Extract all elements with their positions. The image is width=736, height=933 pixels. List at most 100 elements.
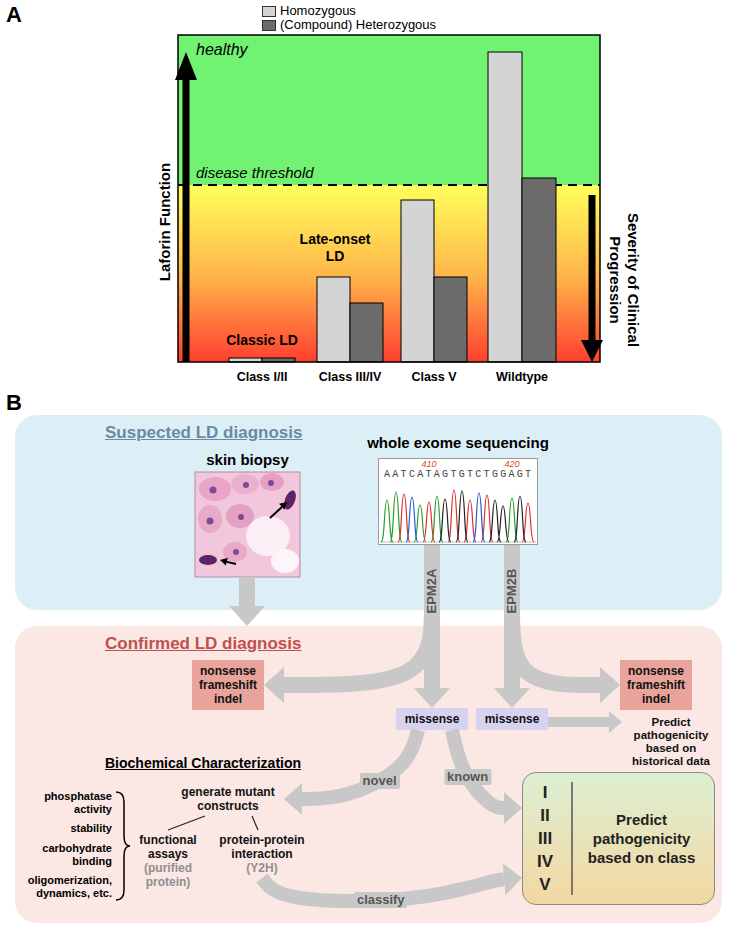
assay-title: functional assays <box>135 833 201 861</box>
link-line <box>168 816 205 830</box>
region-label: healthy <box>196 40 248 59</box>
lumen <box>271 549 299 573</box>
phase-band: skin biopsy whole exome sequencing Suspect… <box>15 415 722 610</box>
pointer-head <box>279 502 287 510</box>
assay-text: functional assays(purified protein) <box>132 830 204 892</box>
axis-title: Laforin Function <box>156 163 174 281</box>
flow-arrow <box>512 545 600 685</box>
band-title: Suspected LD diagnosis <box>105 423 302 443</box>
flow-arrow <box>239 577 255 606</box>
category-label: Class III/IV <box>319 370 382 385</box>
legend-swatch <box>262 6 276 17</box>
class-box: I II III IV VPredict pathogenicity based… <box>522 772 715 905</box>
sequence-text: AATCATAGTGTCTGGAGT <box>384 469 533 481</box>
panel-letter: B <box>6 390 22 416</box>
category-label: Wildtype <box>496 370 548 385</box>
edge-label-holder: EPM2A <box>424 565 440 616</box>
label-holder: Class V <box>411 370 456 385</box>
nucleus <box>238 514 244 520</box>
node-text: Predict pathogenicity based on historica… <box>622 716 720 768</box>
edge-label: novel <box>360 773 400 789</box>
biopsy-picture <box>195 472 300 577</box>
image-title: whole exome sequencing <box>367 434 549 451</box>
assay-note: (Y2H) <box>246 861 277 875</box>
position-number: 420 <box>504 459 519 470</box>
edge-label-holder: EPM2B <box>504 565 520 616</box>
label-holder: Severity of Clinical Progression <box>606 195 642 365</box>
category-label: Class V <box>411 370 456 385</box>
panel-letter: A <box>6 2 22 28</box>
class-numerals: I II III IV V <box>537 781 553 896</box>
legend-text: Homozygous <box>280 3 356 19</box>
pointer-arrow <box>270 507 282 518</box>
label-holder: Laforin Function <box>156 163 174 281</box>
edge-label-holder: known <box>444 769 491 785</box>
cell <box>198 505 222 533</box>
edge-label: EPM2A <box>424 565 440 616</box>
tissue <box>195 472 300 577</box>
node-text: missense <box>405 712 460 726</box>
assay-title: protein-protein interaction <box>217 833 307 861</box>
bar <box>522 178 556 362</box>
assay-item: phosphatase activity <box>20 790 112 816</box>
band-title: Confirmed LD diagnosis <box>105 634 301 654</box>
chromatogram-trace <box>380 490 536 542</box>
label-holder: phosphatase activity <box>20 790 112 816</box>
cell <box>199 477 231 501</box>
group-label: Late-onset LD <box>290 231 380 265</box>
label-holder: Class III/IV <box>319 370 382 385</box>
label-holder: Late-onset LD <box>290 231 380 265</box>
assay-item: carbohydrate binding <box>20 842 112 868</box>
assay-text: protein-protein interaction(Y2H) <box>214 830 310 878</box>
position-number: 410 <box>421 459 436 470</box>
result-box: nonsense frameshift indel <box>620 660 692 710</box>
label-holder: 410 <box>421 459 436 470</box>
label-holder: oligomerization, dynamics, etc. <box>20 874 112 900</box>
assay-note: (purified protein) <box>135 861 201 889</box>
edge-label: classify <box>354 892 408 908</box>
cell <box>231 474 259 494</box>
label-holder: A <box>6 2 22 28</box>
label-holder: disease threshold <box>196 164 314 182</box>
nucleus <box>233 549 239 555</box>
label-holder: healthy <box>196 40 248 59</box>
axis-arrow <box>589 195 596 342</box>
edge-label-holder: novel <box>360 773 400 789</box>
axis-arrow <box>183 78 190 362</box>
legend-text: (Compound) Heterozygous <box>280 17 436 33</box>
bar <box>488 52 522 362</box>
edge-label-holder: classify <box>354 892 408 908</box>
flow-arrow <box>548 717 609 727</box>
healthy-region <box>178 35 600 185</box>
cell <box>260 473 284 491</box>
threshold-label: disease threshold <box>196 164 314 182</box>
flow-arrow <box>302 730 418 799</box>
pointer-head <box>220 558 228 566</box>
axis-title: Severity of Clinical Progression <box>606 195 642 365</box>
image-title: skin biopsy <box>206 451 289 468</box>
assay-item: oligomerization, dynamics, etc. <box>20 874 112 900</box>
label-holder: Biochemical Characterization <box>105 755 301 772</box>
label-holder: carbohydrate binding <box>20 842 112 868</box>
edge-label: EPM2B <box>504 565 520 616</box>
bar <box>434 277 467 362</box>
link-line <box>252 816 258 830</box>
peak-g <box>439 491 526 542</box>
node-text: missense <box>485 712 540 726</box>
group-label: Classic LD <box>226 332 298 349</box>
class-text: Predict pathogenicity based on class <box>553 810 714 867</box>
node-text: generate mutant constructs <box>175 785 281 813</box>
label-holder: B <box>6 390 22 416</box>
section-heading: Biochemical Characterization <box>105 755 301 772</box>
baseline <box>380 542 536 543</box>
nucleus <box>268 480 274 486</box>
result-box: nonsense frameshift indel <box>192 660 264 710</box>
cell <box>226 504 254 528</box>
category-label: Class I/II <box>237 370 288 385</box>
class-divider <box>571 782 573 895</box>
variant-box: missense <box>396 708 468 730</box>
assay-item: stability <box>20 822 112 835</box>
step-text: generate mutant constructs <box>172 782 284 816</box>
legend-entry: (Compound) Heterozygous <box>262 20 418 36</box>
